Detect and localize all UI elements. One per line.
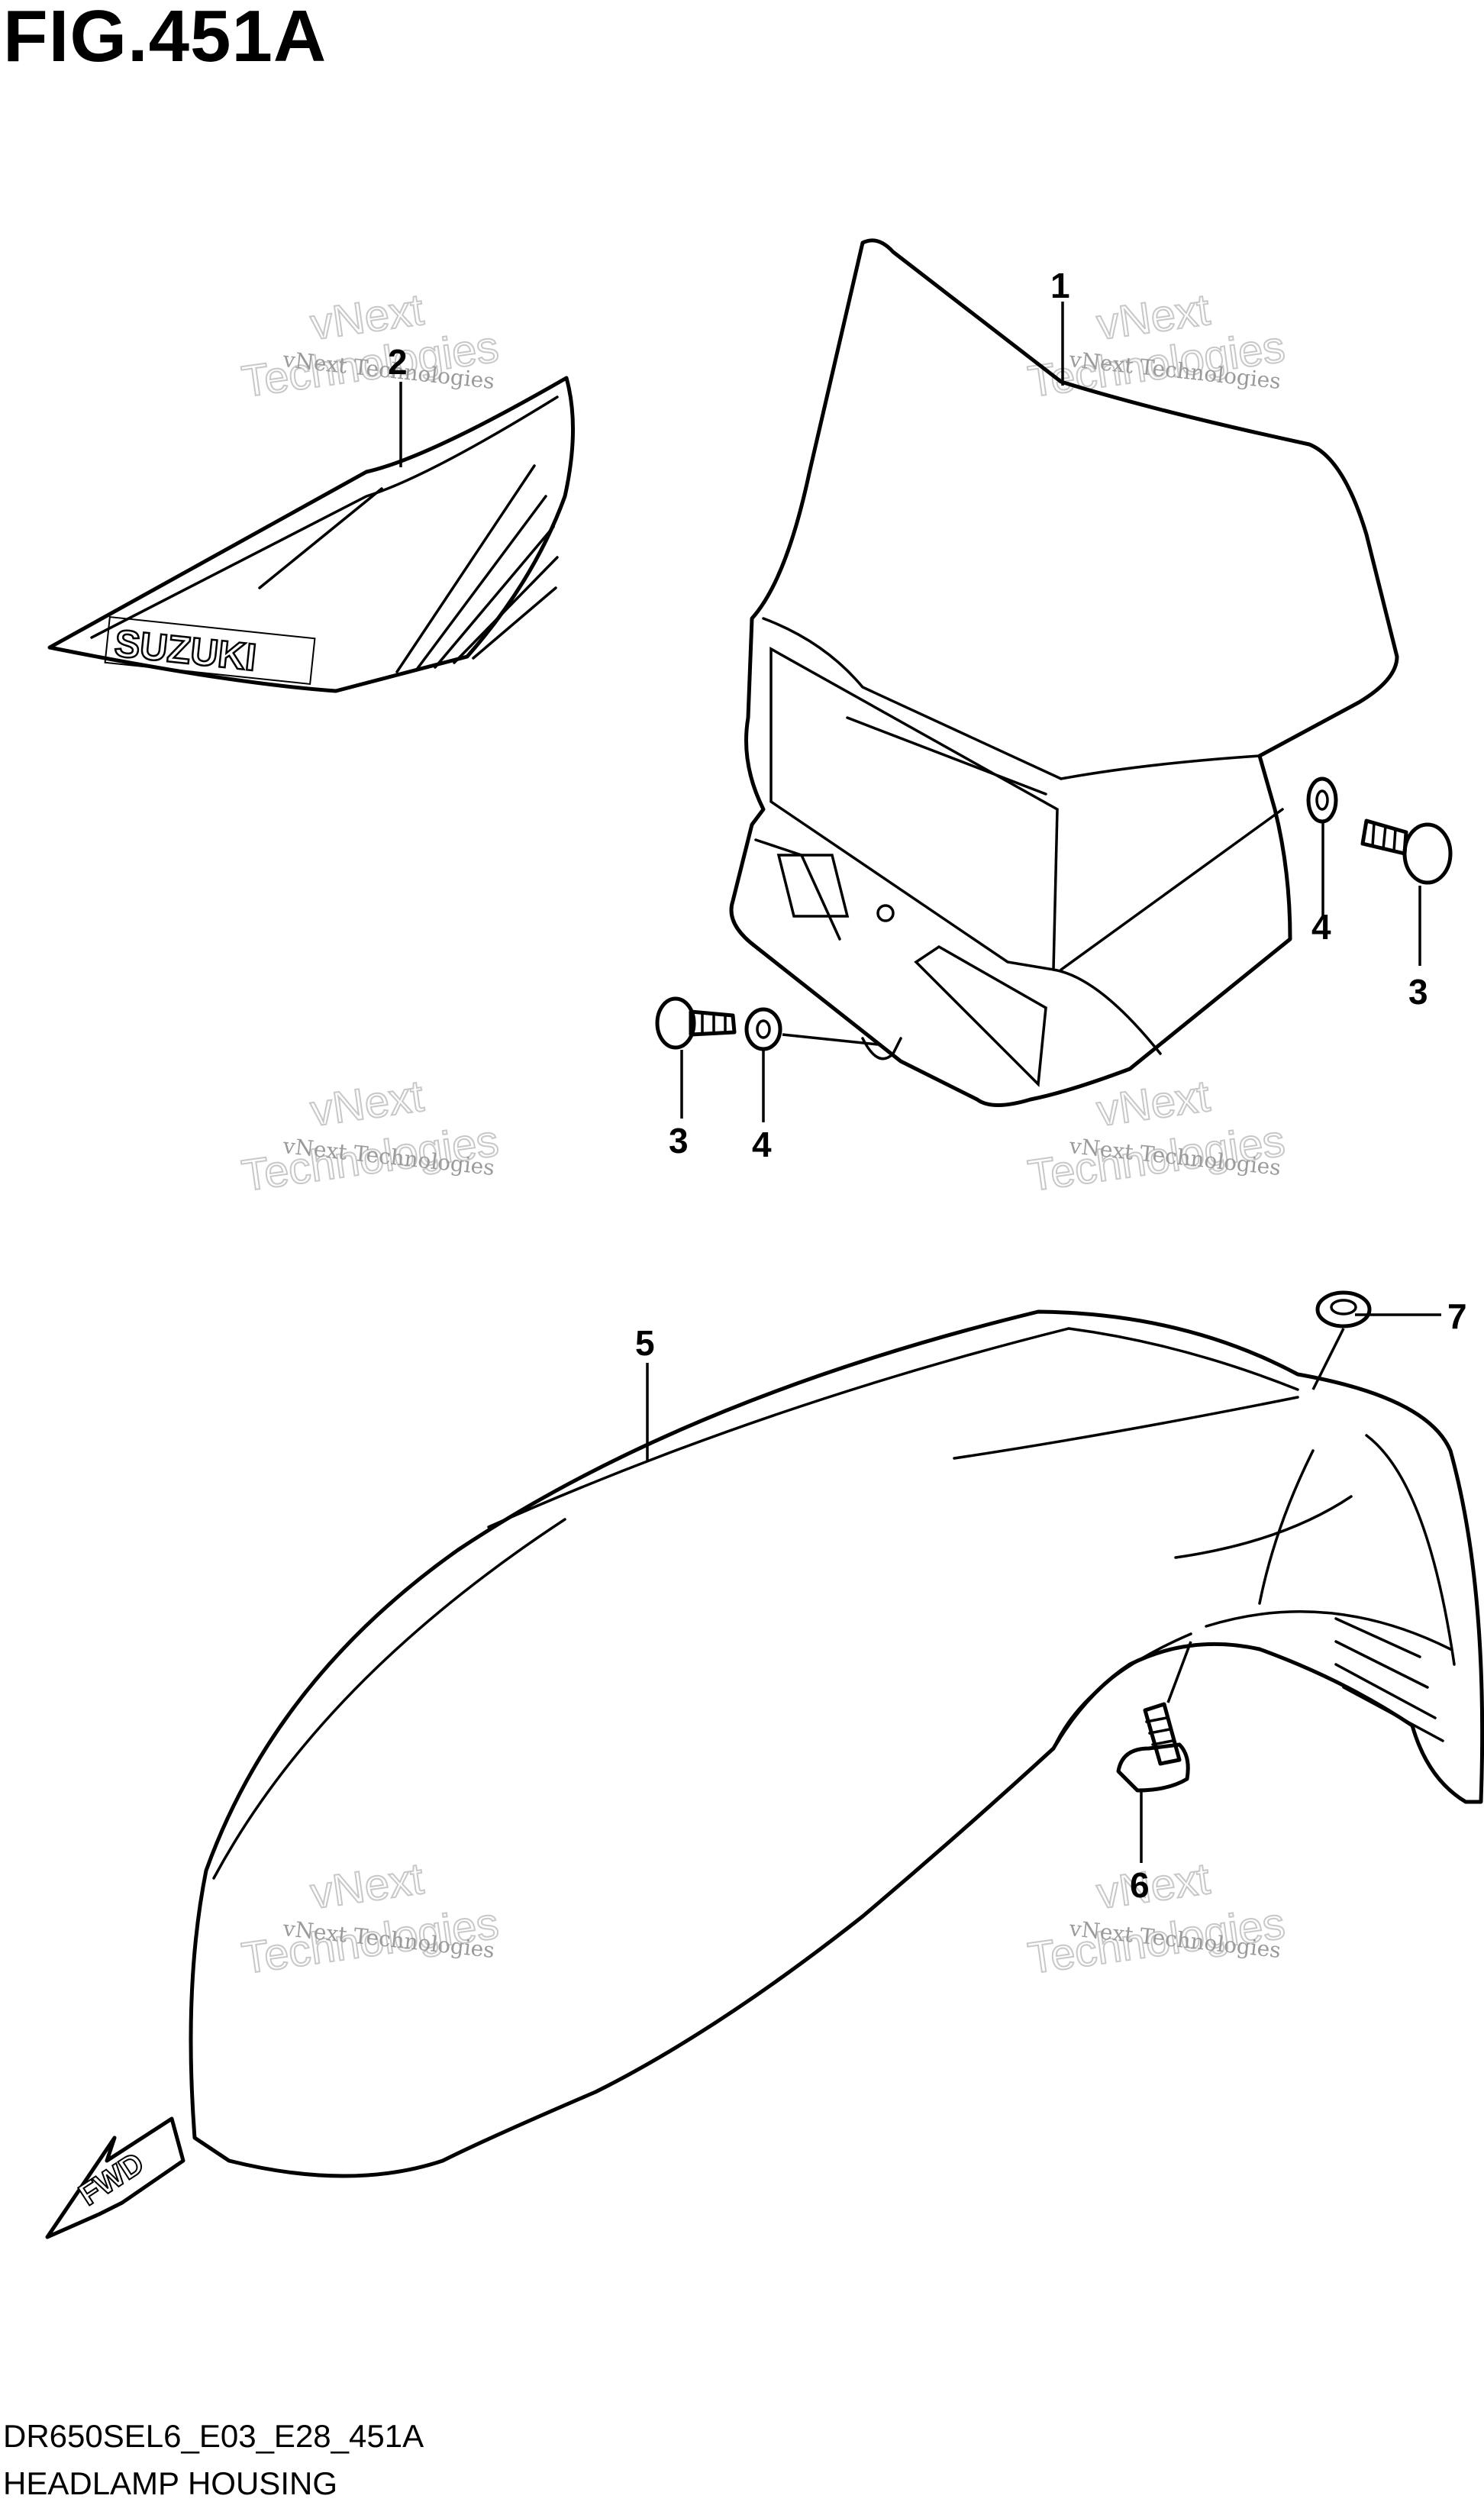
callout-numbers: 1 2 3 4 3 4 5 6 7 [388, 266, 1467, 1905]
headlamp-housing-part-1 [729, 238, 1399, 1107]
watermark-bottom-left: vNext Technologies vNext Technologies [238, 1853, 502, 1984]
callout-3-left: 3 [669, 1121, 689, 1161]
leader-lines [399, 302, 1441, 1863]
watermark-bottom-right: vNext Technologies vNext Technologies [1024, 1853, 1289, 1984]
washer-part-4-left [744, 1007, 782, 1051]
screw-part-3-left [655, 996, 737, 1050]
front-fender-part-5 [189, 1309, 1484, 2178]
callout-4-left: 4 [752, 1125, 772, 1164]
grommet-part-7 [1315, 1290, 1372, 1328]
figure-title: FIG.451A [3, 0, 327, 77]
watermark-top-right: vNext Technologies vNext Technologies [1024, 284, 1289, 408]
decal-part-2: SUZUKI [47, 376, 576, 693]
figure-name: HEADLAMP HOUSING [3, 2465, 337, 2501]
callout-6: 6 [1130, 1865, 1150, 1905]
watermark-top-left: vNext Technologies vNext Technologies [238, 284, 502, 408]
callout-5: 5 [635, 1323, 655, 1363]
watermark-mid-left: vNext Technologies vNext Technologies [238, 1070, 502, 1202]
callout-4-right: 4 [1311, 907, 1331, 947]
callout-2: 2 [388, 342, 408, 382]
screw-part-3-right [1360, 818, 1453, 885]
callout-3-right: 3 [1408, 972, 1428, 1012]
bolt-part-6 [1116, 1702, 1190, 1793]
figure-code: DR650SEL6_E03_E28_451A [3, 2418, 424, 2454]
svg-text:vNext: vNext [308, 1071, 427, 1136]
svg-text:vNext: vNext [1094, 1071, 1213, 1136]
washer-part-4-right [1306, 776, 1338, 824]
svg-text:vNext: vNext [308, 1854, 427, 1919]
callout-1: 1 [1050, 266, 1070, 305]
callout-7: 7 [1447, 1296, 1467, 1336]
fwd-arrow: FWD [45, 2116, 186, 2239]
svg-text:vNext: vNext [1094, 1854, 1213, 1919]
